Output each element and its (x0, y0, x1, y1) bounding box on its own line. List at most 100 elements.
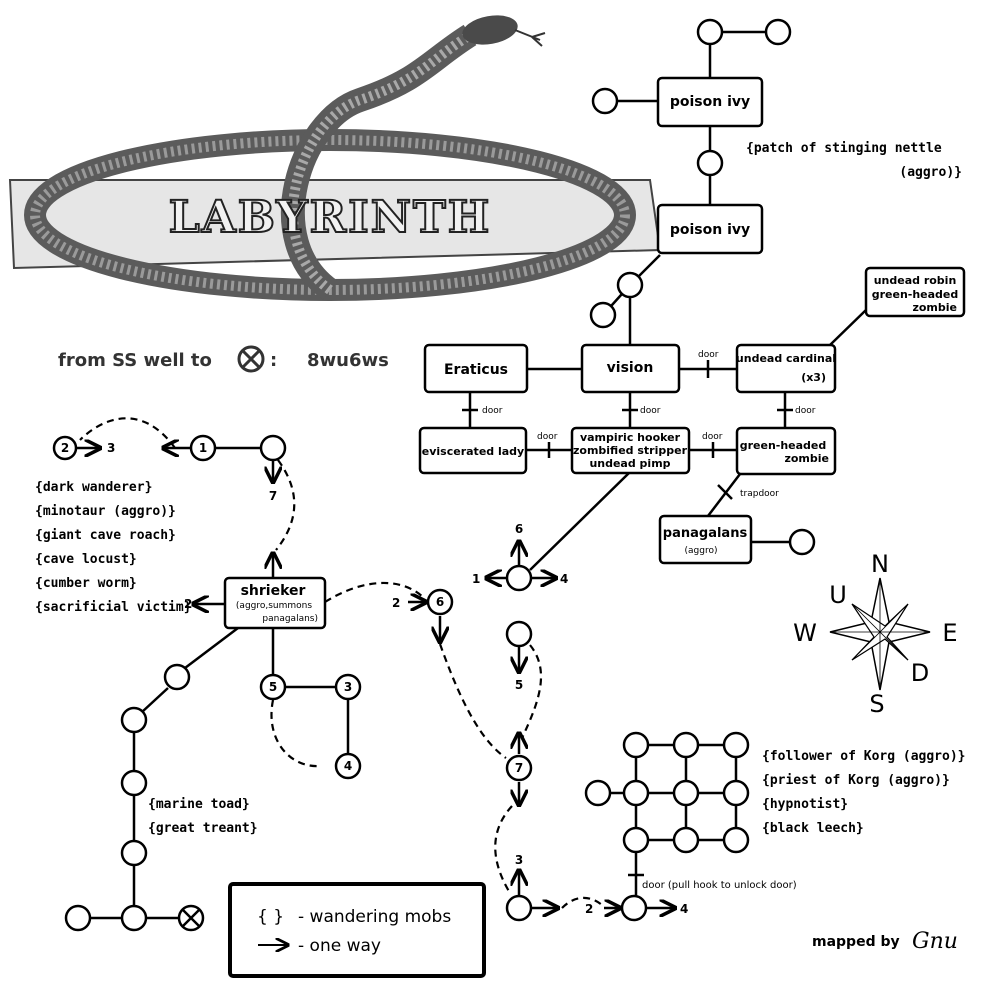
room-label: vision (607, 360, 654, 376)
legend: { } - wandering mobs - one way (228, 882, 486, 978)
trapdoor-label: trapdoor (740, 489, 779, 499)
map-node-2 (52, 435, 78, 461)
route-info: from SS well to : 8wu6ws (58, 345, 389, 373)
room-shrieker: shrieker (aggro,summons panagalans) (223, 576, 327, 630)
room-label: panagalans (663, 526, 748, 541)
compass-w: W (793, 619, 817, 647)
title-artwork: LABYRINTH (8, 15, 662, 301)
room-eraticus: Eraticus (423, 343, 529, 394)
mob-entry: {minotaur (aggro)} (35, 504, 176, 519)
route-prefix: from SS well to (58, 350, 212, 371)
room-label: shrieker (241, 583, 306, 599)
mob-entry: (aggro)} (899, 165, 962, 180)
exit-labels: 3 7 2 2 6 1 4 5 3 2 4 (107, 441, 688, 916)
map-node (64, 904, 92, 932)
title-text: LABYRINTH (169, 192, 492, 243)
destination-x-cross (241, 349, 261, 369)
exit-label: 2 (392, 596, 400, 610)
link (829, 309, 867, 346)
trapdoor-tick (717, 484, 733, 500)
rooms: poison ivy poison ivy Eraticus vision un… (223, 76, 966, 630)
mob-entry: {great treant} (148, 821, 258, 836)
map-node (616, 271, 644, 299)
compass-u: U (829, 581, 847, 609)
door-ticks (462, 360, 793, 877)
map-node-6 (426, 588, 454, 616)
room-label: zombie (912, 301, 957, 314)
link (141, 687, 169, 713)
credit-prefix: mapped by (812, 934, 900, 950)
room-panagalans: panagalans (aggro) (658, 514, 753, 565)
map-node (696, 149, 724, 177)
room-label: green-headed (872, 288, 959, 301)
dashed-path (494, 805, 513, 894)
map-node-7 (505, 754, 533, 782)
dashed-path (275, 459, 296, 551)
map-node (620, 894, 648, 922)
legend-arrow-text: - one way (298, 936, 381, 956)
exit-label: 5 (515, 678, 523, 692)
room-eviscerated-lady: eviscerated lady (418, 426, 528, 475)
mob-entry: {cumber worm} (35, 576, 137, 591)
exit-label: 4 (560, 572, 568, 586)
compass-star-lines (830, 578, 930, 690)
mob-entry: {hypnotist} (762, 797, 848, 812)
dashed-path (561, 896, 603, 909)
room-label: green-headed (740, 439, 827, 452)
snake-head (462, 15, 518, 45)
mob-entry: {priest of Korg (aggro)} (762, 773, 950, 788)
legend-box (228, 882, 486, 978)
credit: mapped by Gnu (812, 929, 958, 954)
node-number: 2 (61, 441, 69, 455)
grid-node (722, 826, 750, 854)
node-numbers: 2 1 5 3 4 6 7 (61, 441, 523, 775)
map-node (505, 894, 533, 922)
room-vampiric-hooker: vampiric hooker zombified stripper undea… (570, 426, 691, 475)
compass-d: D (911, 659, 929, 687)
door-label: door (482, 406, 503, 416)
snake-tongue (514, 29, 546, 47)
map-node (120, 706, 148, 734)
exit-label: 2 (184, 597, 192, 611)
room-label: Eraticus (444, 362, 508, 378)
door-label: door (537, 432, 558, 442)
map-node (788, 528, 816, 556)
compass-rose: N U W E D S (793, 550, 957, 718)
grid-node (672, 826, 700, 854)
mob-entry: {follower of Korg (aggro)} (762, 749, 966, 764)
node-number: 7 (515, 761, 523, 775)
room-label: undead robin (874, 274, 957, 287)
room-count: (x3) (801, 371, 826, 384)
room-note: (aggro) (685, 546, 718, 556)
map-node (591, 87, 619, 115)
room-label: eviscerated lady (422, 445, 524, 458)
hook-door-label: door (pull hook to unlock door) (642, 880, 797, 891)
grid-node (622, 779, 650, 807)
node-number: 1 (199, 441, 207, 455)
door-label: door (698, 350, 719, 360)
dashed-path (324, 581, 425, 603)
map-node (120, 839, 148, 867)
map-node (120, 904, 148, 932)
map-node (120, 769, 148, 797)
mob-entry: {patch of stinging nettle (746, 141, 942, 156)
nodes (52, 18, 816, 932)
exit-label: 1 (472, 572, 480, 586)
room-label: undead pimp (589, 457, 670, 470)
map-node-1 (189, 434, 217, 462)
mob-entry: {marine toad} (148, 797, 250, 812)
map-node (589, 301, 617, 329)
snake-scales (288, 30, 473, 295)
door-label: door (702, 432, 723, 442)
exit-label: 3 (107, 441, 115, 455)
room-note: panagalans) (262, 614, 318, 624)
map-node (505, 620, 533, 648)
grid-node (672, 779, 700, 807)
dashed-path (270, 699, 321, 768)
dashed-path (438, 643, 507, 759)
dashed-path (79, 417, 176, 449)
map-node (163, 663, 191, 691)
node-number: 5 (269, 680, 277, 694)
room-undead-robin: undead robin green-headed zombie (864, 266, 966, 318)
